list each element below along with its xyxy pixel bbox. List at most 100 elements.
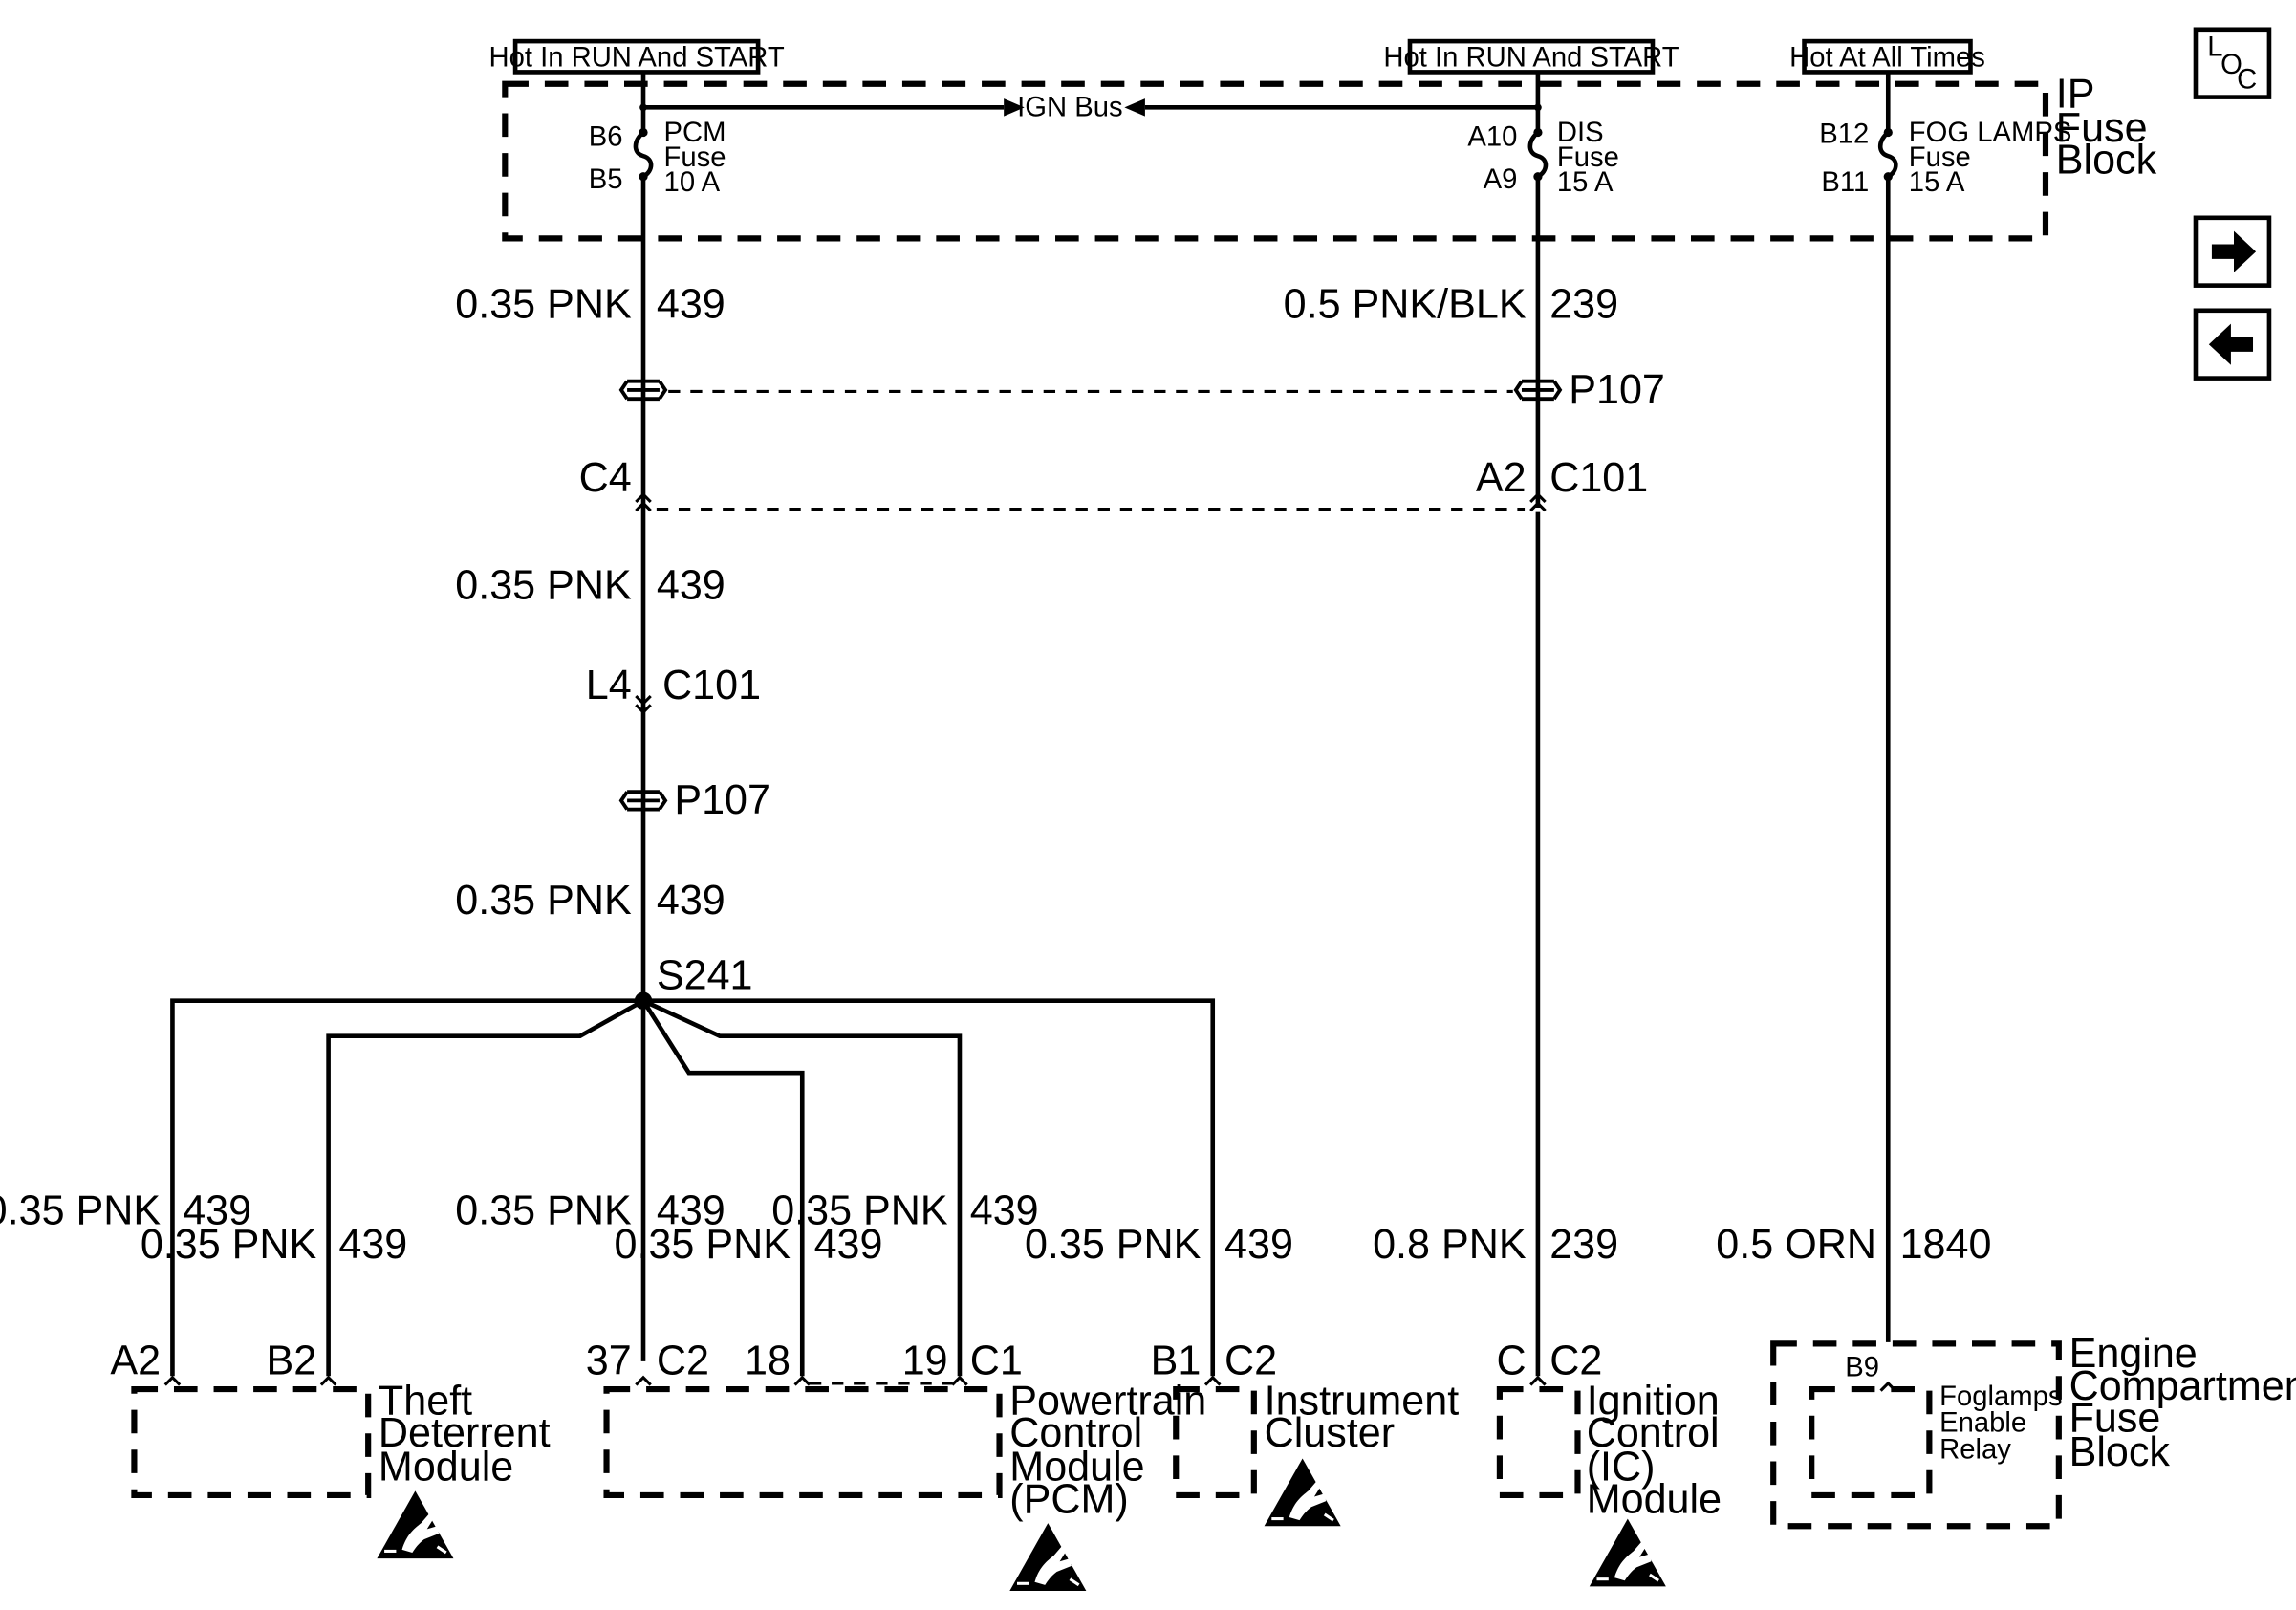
ipc-conn-c2: C2 — [1224, 1338, 1277, 1384]
ecfb-line2: Compartment — [2069, 1363, 2296, 1409]
ign-bus-arrow-left-icon — [1124, 98, 1145, 117]
wire-w1-circuit: 439 — [657, 281, 726, 327]
a2-pin-label: A2 — [1476, 455, 1527, 501]
tdm-line1: Theft — [379, 1378, 472, 1424]
pcm-18-terminal-icon — [793, 1376, 812, 1387]
c101-right-label: C101 — [1549, 455, 1648, 501]
branch-b1-spec: 0.35 PNK — [1025, 1222, 1202, 1268]
dis-fuse-rating: 15 A — [1557, 167, 1614, 198]
tdm-line3: Module — [379, 1445, 513, 1490]
wire-w3-spec: 0.35 PNK — [455, 562, 632, 608]
dis-fuse-top-pin: A10 — [1467, 121, 1517, 152]
ic-line2: Control — [1587, 1410, 1720, 1456]
ign-bus-label: IGN Bus — [1017, 93, 1122, 123]
hot-run-start-text-2: Hot In RUN And START — [1383, 42, 1679, 73]
ign-bus-arrow-right-icon — [1004, 98, 1025, 117]
ic-outline — [1496, 1386, 1581, 1499]
branch-b2-wire — [326, 998, 645, 1377]
fog-fuse-word: Fuse — [1909, 142, 1971, 173]
branch-19-spec: 0.35 PNK — [771, 1188, 948, 1234]
pcm-conn-c1: C1 — [970, 1338, 1023, 1384]
p107-lower-label: P107 — [674, 777, 770, 823]
branch-a2-circuit: 439 — [183, 1188, 251, 1234]
pcm-line2: Control — [1009, 1410, 1142, 1456]
arrow-right-icon[interactable] — [2193, 215, 2272, 288]
branch-b1-wire — [643, 998, 1216, 1377]
l4-pin-label: L4 — [586, 663, 632, 708]
fog-wire-spec: 0.5 ORN — [1716, 1222, 1876, 1268]
ic-wire-circuit: 239 — [1549, 1222, 1618, 1268]
wire-w1-spec: 0.35 PNK — [455, 281, 632, 327]
pcm-fuse-top-pin: B6 — [589, 121, 623, 152]
wire-w4-circuit: 439 — [657, 878, 726, 924]
tdm-pin-b2: B2 — [267, 1338, 317, 1384]
pcm-fuse-bottom-pin: B5 — [589, 164, 623, 195]
wire-w3-circuit: 439 — [657, 562, 726, 608]
branch-18-circuit: 439 — [814, 1222, 883, 1268]
hot-all-times-text: Hot At All Times — [1789, 42, 1985, 73]
ipc-pin-b1: B1 — [1151, 1338, 1202, 1384]
ip-fuse-block-line1: IP — [2056, 71, 2095, 117]
ic-conn-c2: C2 — [1549, 1338, 1602, 1384]
ic-c-terminal-icon — [1528, 1376, 1548, 1387]
fog-wire-circuit: 1840 — [1900, 1222, 1992, 1268]
ecfb-line3: Fuse — [2069, 1396, 2161, 1442]
fog-relay-line2: Enable — [1939, 1408, 2026, 1439]
hot-run-start-label-1 — [512, 38, 761, 75]
ic-line1: Ignition — [1587, 1378, 1720, 1424]
branch-b2-spec: 0.35 PNK — [141, 1222, 317, 1268]
fog-fuse-name: FOG LAMPS — [1909, 118, 2072, 148]
wire-w4-spec: 0.35 PNK — [455, 878, 632, 924]
tdm-line2: Deterrent — [379, 1410, 551, 1456]
tdm-a2-terminal-icon — [163, 1376, 182, 1387]
pcm-fuse-word: Fuse — [664, 142, 726, 173]
ipc-line1: Instrument — [1265, 1378, 1460, 1424]
ic-esd-warning-icon — [1588, 1517, 1668, 1588]
pcm-fuse-icon — [633, 130, 654, 179]
arrow-left-icon[interactable] — [2193, 308, 2272, 381]
ic-pin-c: C — [1496, 1338, 1526, 1384]
pcm-outline — [603, 1386, 1003, 1499]
fog-relay-line1: Foglamps — [1939, 1382, 2062, 1412]
pcm-pin-19: 19 — [902, 1338, 948, 1384]
pcm-line3: Module — [1009, 1445, 1144, 1490]
pcm-fuse-name: PCM — [664, 118, 726, 148]
fog-fuse-top-pin: B12 — [1819, 119, 1869, 149]
tdm-pin-a2: A2 — [110, 1338, 161, 1384]
ipc-b1-terminal-icon — [1203, 1376, 1222, 1387]
pcm-37-terminal-icon — [634, 1376, 653, 1387]
ecfb-line4: Block — [2069, 1429, 2171, 1475]
c101-lower-label: C101 — [662, 663, 761, 708]
hot-run-start-text-1: Hot In RUN And START — [488, 42, 784, 73]
p107-right-label: P107 — [1569, 367, 1665, 413]
dis-fuse-name: DIS — [1557, 118, 1604, 148]
ic-wire-spec: 0.8 PNK — [1373, 1222, 1527, 1268]
ipc-esd-warning-icon — [1263, 1456, 1343, 1528]
splice-s241-label: S241 — [657, 952, 753, 998]
loc-icon[interactable]: L O C — [2193, 27, 2272, 99]
ecfb-b9-terminal-icon — [1879, 1382, 1897, 1393]
pcm-19-terminal-icon — [950, 1376, 969, 1387]
ip-fuse-block-outline — [502, 80, 2049, 242]
fog-fuse-rating: 15 A — [1909, 167, 1965, 198]
pcm-esd-warning-icon — [1007, 1521, 1088, 1593]
fog-fuse-icon — [1877, 130, 1898, 179]
pcm-conn-c2: C2 — [657, 1338, 709, 1384]
ic-line3: (IC) — [1587, 1445, 1656, 1490]
ecfb-outline — [1770, 1340, 2062, 1530]
hot-run-start-label-2 — [1407, 38, 1656, 75]
pcm-fuse-rating: 10 A — [664, 167, 721, 198]
c4-pin-label: C4 — [579, 455, 632, 501]
branch-18-wire — [641, 999, 805, 1377]
svg-text:O: O — [2220, 50, 2242, 80]
ecfb-pin-b9: B9 — [1845, 1352, 1879, 1382]
ic-line4: Module — [1587, 1476, 1722, 1522]
dis-fuse-word: Fuse — [1557, 142, 1619, 173]
branch-37-circuit: 439 — [657, 1188, 726, 1234]
branch-b1-circuit: 439 — [1224, 1222, 1293, 1268]
branch-19-wire — [642, 998, 963, 1377]
wire-w2-circuit: 239 — [1549, 281, 1618, 327]
pcm-line4: (PCM) — [1009, 1476, 1128, 1522]
dis-fuse-icon — [1527, 130, 1549, 179]
